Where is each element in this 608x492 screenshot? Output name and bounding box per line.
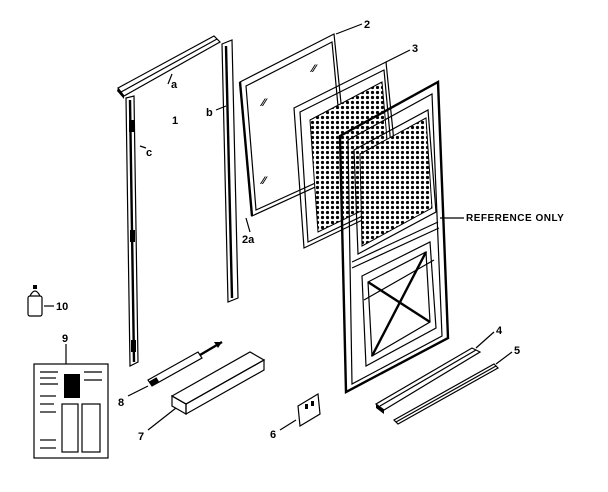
label-part-1c: c — [146, 147, 152, 159]
door-frame-part-1 — [117, 35, 239, 367]
label-part-6: 6 — [270, 429, 276, 441]
label-part-7: 7 — [138, 431, 144, 443]
leader-lines — [44, 23, 513, 431]
instruction-card-part-9 — [33, 363, 109, 459]
label-part-1: 1 — [172, 115, 178, 127]
label-part-8: 8 — [118, 397, 124, 409]
label-part-1b: b — [206, 107, 213, 119]
label-part-2a: 2a — [242, 234, 255, 246]
svg-text:⁄⁄: ⁄⁄ — [259, 97, 268, 109]
hardware-carton-part-7 — [170, 351, 266, 416]
label-part-1a: a — [171, 79, 178, 91]
label-part-2: 2 — [364, 19, 370, 31]
door-sweep-part-5 — [393, 363, 499, 425]
label-part-10: 10 — [56, 301, 68, 313]
strike-plate-part-6 — [297, 392, 321, 428]
spray-can-part-10 — [27, 285, 43, 317]
storm-door-reference — [338, 80, 450, 394]
bottom-expander-part-4 — [374, 347, 482, 414]
door-closer-part-8 — [147, 340, 223, 387]
reference-only-note: REFERENCE ONLY — [466, 213, 564, 224]
label-part-3: 3 — [412, 43, 418, 55]
part-labels: 1 a b c 2 2a 3 4 5 6 7 8 9 10 REFERENCE … — [56, 19, 564, 443]
label-part-5: 5 — [514, 345, 520, 357]
svg-text:⁄⁄: ⁄⁄ — [309, 63, 318, 75]
label-part-9: 9 — [62, 333, 68, 345]
label-part-4: 4 — [496, 325, 503, 337]
frame-latch-jamb-b — [221, 39, 239, 303]
svg-text:⁄⁄: ⁄⁄ — [259, 175, 268, 187]
frame-hinge-jamb-c — [125, 95, 139, 367]
